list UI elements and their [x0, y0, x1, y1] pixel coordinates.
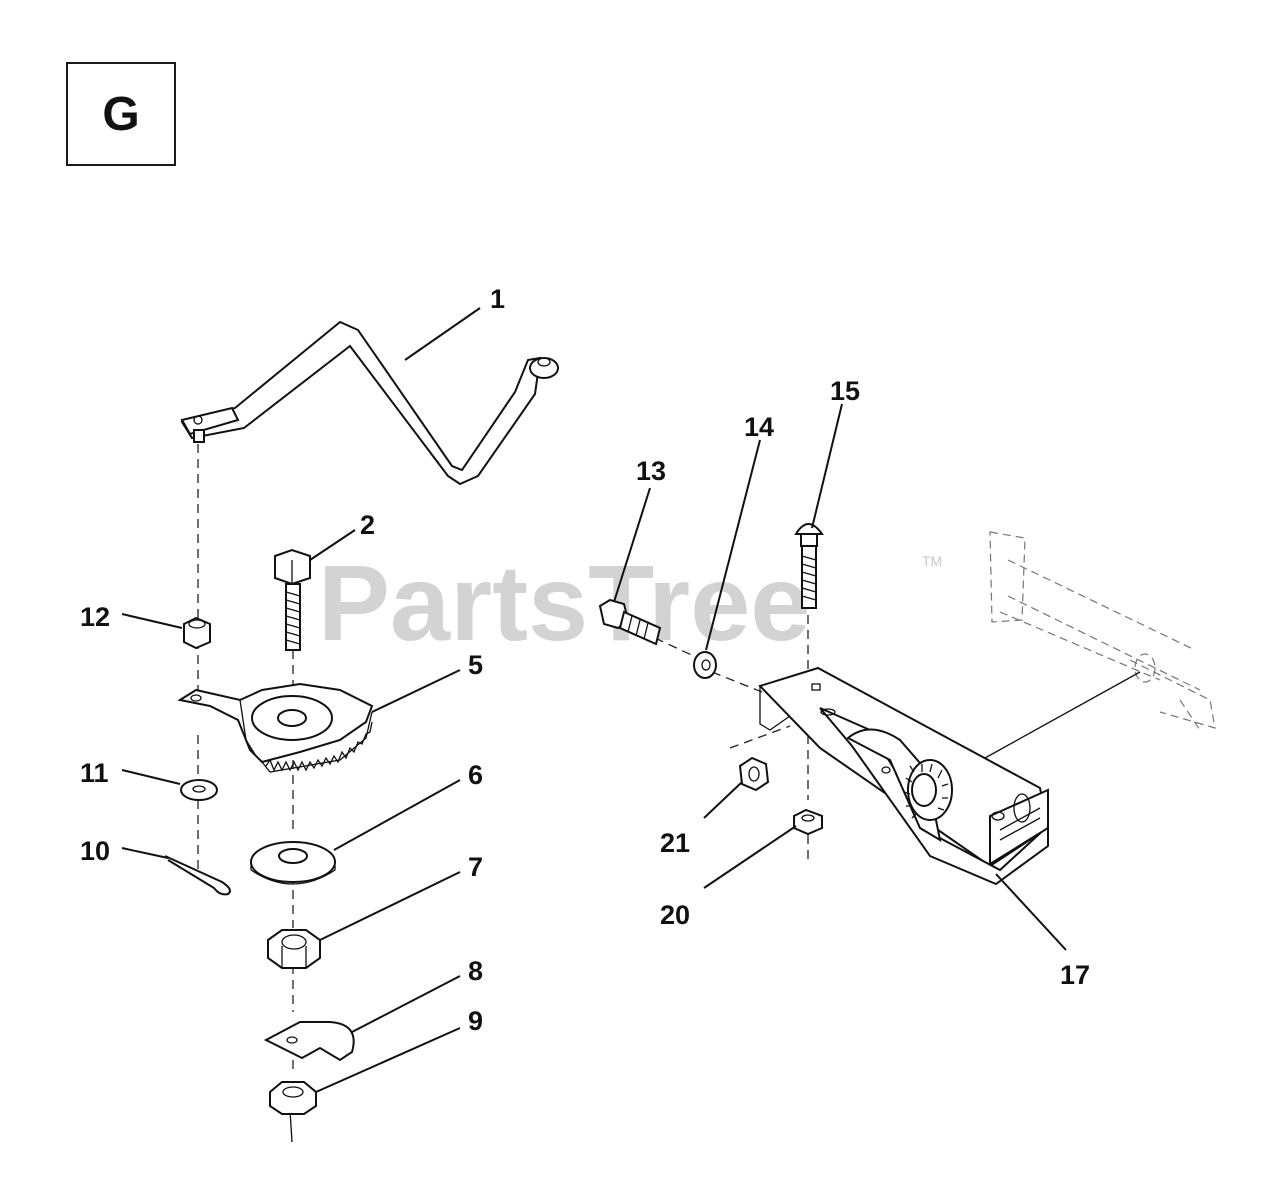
assembly-dash-lines: [197, 444, 1141, 1143]
section-label-box: G: [66, 62, 176, 166]
callout-7: 7: [468, 852, 483, 882]
flange-nut-part: [183, 616, 211, 650]
hex-nut-part: [267, 929, 321, 969]
shoulder-bolt-part: [598, 598, 662, 646]
callout-labels: 1 2 5 6 7 8 9 10 11 12 13 14 15 17 20 21: [80, 284, 1090, 1036]
section-letter: G: [102, 87, 140, 141]
nut-21-part: [738, 756, 770, 792]
callout-13: 13: [636, 456, 666, 486]
callout-14: 14: [744, 412, 774, 442]
callout-8: 8: [468, 956, 483, 986]
leader-lines: [121, 307, 1067, 1093]
callout-2: 2: [360, 510, 375, 540]
lock-nut-part: [269, 1081, 317, 1115]
callout-10: 10: [80, 836, 110, 866]
hex-bolt-part: [274, 548, 311, 651]
callout-15: 15: [830, 376, 860, 406]
callout-1: 1: [490, 284, 505, 314]
cotter-pin-part: [164, 855, 231, 896]
ghost-frame-outline: [989, 531, 1216, 731]
callout-17: 17: [1060, 960, 1090, 990]
shift-bracket-assembly-part: [758, 666, 1050, 886]
washer-14-part: [693, 651, 717, 679]
callout-20: 20: [660, 900, 690, 930]
callout-5: 5: [468, 650, 483, 680]
callout-21: 21: [660, 828, 690, 858]
spacer-washer-part: [250, 841, 336, 885]
shift-rod-part: [180, 320, 559, 486]
watermark-trademark: TM: [922, 553, 942, 569]
watermark-text: PartsTree: [318, 542, 810, 663]
callout-11: 11: [80, 758, 109, 788]
nut-20-part: [793, 808, 823, 836]
carriage-bolt-part: [794, 523, 824, 609]
callout-9: 9: [468, 1006, 483, 1036]
callout-6: 6: [468, 760, 483, 790]
clip-part: [263, 1021, 355, 1062]
sector-gear-bracket-part: [177, 682, 374, 773]
callout-12: 12: [80, 602, 110, 632]
flat-washer-part: [180, 779, 218, 801]
